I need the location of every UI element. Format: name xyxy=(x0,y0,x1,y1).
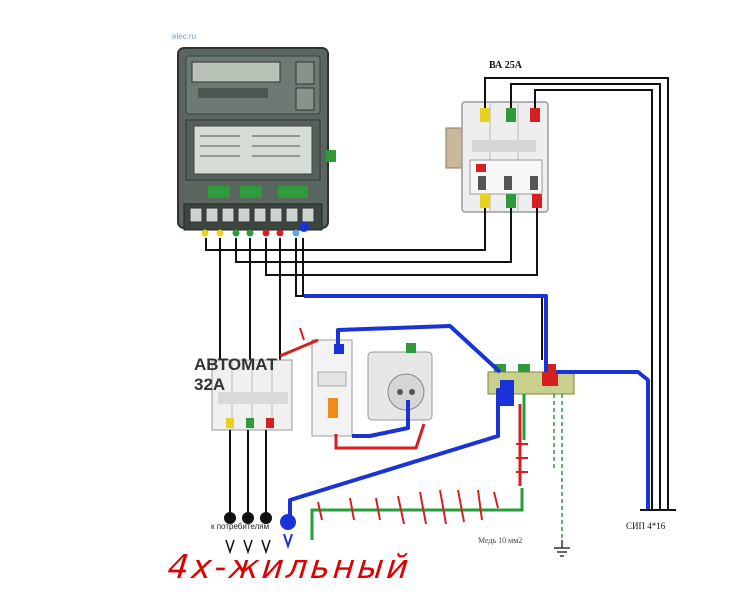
neutral-arrow xyxy=(283,533,293,550)
automat-label: АВТОМАТ 32А xyxy=(194,355,277,395)
pe-ground-wires xyxy=(310,394,526,540)
neutral-terminal xyxy=(280,514,296,530)
handwritten-note: 4х-жильный xyxy=(165,547,414,586)
pe-cross-ticks xyxy=(317,489,499,525)
red-tick-marks xyxy=(299,327,528,473)
automat-label-line2: 32А xyxy=(194,375,226,394)
cable-label: СИП 4*16 xyxy=(626,521,666,531)
rcd-icon xyxy=(311,339,353,437)
terminal-block xyxy=(487,364,575,406)
consumer-arrows xyxy=(225,539,271,555)
ground-drop xyxy=(553,394,563,540)
site-watermark: elec.ru xyxy=(172,32,197,41)
copper-label: Медь 10 мм2 xyxy=(478,536,523,545)
consumer-label: к потребителям xyxy=(211,522,270,531)
breaker-input-wires xyxy=(484,77,669,510)
automat-icon xyxy=(211,359,293,431)
neutral-wires xyxy=(288,294,650,520)
breaker-label: ВА 25А xyxy=(489,60,522,71)
din-socket-icon xyxy=(367,343,433,421)
consumer-outputs xyxy=(229,430,267,515)
electric-meter xyxy=(177,47,336,237)
meter-to-breaker-wires xyxy=(205,208,543,360)
ground-icon xyxy=(554,540,570,557)
automat-label-line1: АВТОМАТ xyxy=(194,355,278,374)
consumer-terminals xyxy=(224,512,272,524)
meter-to-automat-wires xyxy=(219,238,304,380)
three-pole-breaker-icon xyxy=(445,101,549,213)
